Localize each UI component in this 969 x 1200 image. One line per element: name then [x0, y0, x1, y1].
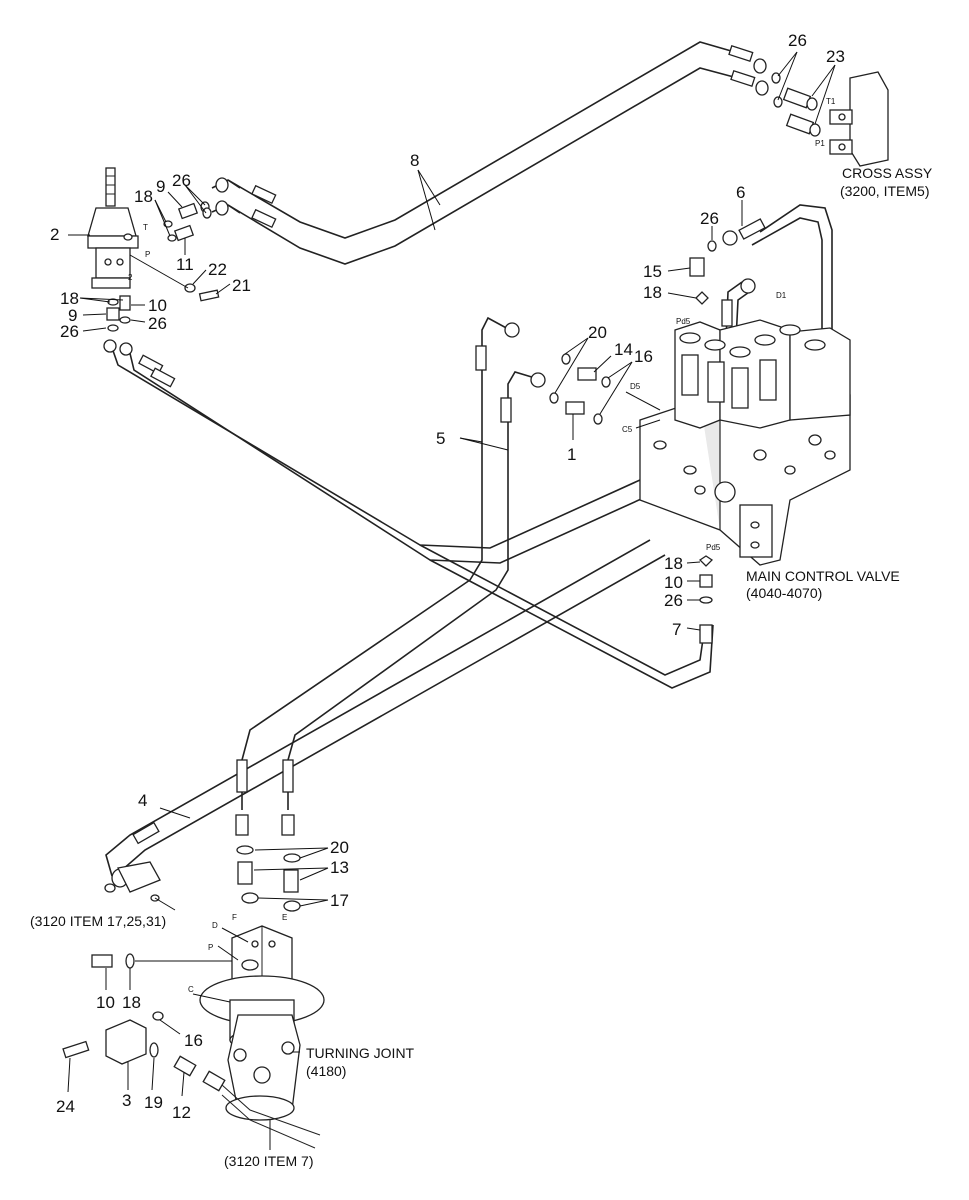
cross-assy-label: CROSS ASSY — [842, 165, 933, 181]
part-number-19: 19 — [144, 1093, 163, 1112]
part-number-7: 7 — [672, 620, 681, 639]
part-number-10: 10 — [148, 296, 167, 315]
part-number-labels: 26 23 8 26 9 18 2 11 22 21 18 10 9 26 26… — [50, 31, 845, 1122]
part-number-20: 20 — [588, 323, 607, 342]
turning-joint-fittings — [62, 845, 321, 1149]
part-number-2: 2 — [50, 225, 59, 244]
part-number-10: 10 — [96, 993, 115, 1012]
part-number-21: 21 — [232, 276, 251, 295]
turning-joint-label: TURNING JOINT — [306, 1045, 415, 1061]
valve-fittings — [549, 240, 717, 604]
part-number-8: 8 — [410, 151, 419, 170]
part-number-26: 26 — [148, 314, 167, 333]
part-number-11: 11 — [176, 255, 194, 274]
part-number-18: 18 — [134, 187, 153, 206]
port-d5: D5 — [630, 382, 641, 391]
hose-end-fittings — [103, 58, 769, 888]
hose-6 — [751, 204, 833, 345]
port-t1: T1 — [826, 97, 836, 106]
part-number-20: 20 — [330, 838, 349, 857]
callout-labels: CROSS ASSY (3200, ITEM5) MAIN CONTROL VA… — [30, 165, 933, 1169]
part-number-26: 26 — [60, 322, 79, 341]
part-number-16: 16 — [184, 1031, 203, 1050]
leader-lines — [67, 51, 836, 1150]
port-f: F — [232, 913, 237, 922]
part-number-15: 15 — [643, 262, 662, 281]
part-number-4: 4 — [138, 791, 147, 810]
reference-3120-item-17: (3120 ITEM 17,25,31) — [30, 913, 166, 929]
part-number-9: 9 — [68, 306, 77, 325]
cross-assy-ref: (3200, ITEM5) — [840, 183, 929, 199]
part-number-14: 14 — [614, 340, 633, 359]
port-pd5-bottom: Pd5 — [706, 543, 721, 552]
part-number-17: 17 — [330, 891, 349, 910]
hose-4 — [105, 539, 666, 881]
cross-assembly — [771, 71, 889, 167]
part-number-24: 24 — [56, 1097, 75, 1116]
part-number-6: 6 — [736, 183, 745, 202]
part-number-26: 26 — [700, 209, 719, 228]
turning-joint — [199, 925, 325, 1121]
part-number-26: 26 — [664, 591, 683, 610]
hose-8-pair — [211, 41, 746, 265]
hose-5-pair — [241, 316, 536, 810]
part-number-12: 12 — [172, 1103, 191, 1122]
part-number-26: 26 — [788, 31, 807, 50]
port-e: E — [282, 913, 287, 922]
part-number-23: 23 — [826, 47, 845, 66]
part-number-3: 3 — [122, 1091, 131, 1110]
part-number-1: 1 — [567, 445, 576, 464]
port-2: 2 — [128, 273, 133, 282]
part-number-18: 18 — [122, 993, 141, 1012]
port-pd5-top: Pd5 — [676, 317, 691, 326]
main-control-valve-label: MAIN CONTROL VALVE — [746, 568, 900, 584]
port-p-turning-joint: P — [208, 943, 213, 952]
port-d: D — [212, 921, 218, 930]
port-t: T — [143, 223, 148, 232]
part-number-16: 16 — [634, 347, 653, 366]
port-c5: C5 — [622, 425, 633, 434]
hose-sleeves — [132, 44, 766, 845]
reference-3120-item-7: (3120 ITEM 7) — [224, 1153, 313, 1169]
main-control-valve-ref: (4040-4070) — [746, 585, 822, 601]
part-number-9: 9 — [156, 177, 165, 196]
part-number-18: 18 — [643, 283, 662, 302]
port-p1: P1 — [815, 139, 825, 148]
part-number-13: 13 — [330, 858, 349, 877]
part-number-5: 5 — [436, 429, 445, 448]
part-number-10: 10 — [664, 573, 683, 592]
part-number-22: 22 — [208, 260, 227, 279]
port-p: P — [145, 250, 150, 259]
pilot-valve — [87, 167, 139, 289]
main-control-valve — [639, 319, 851, 566]
part-number-18: 18 — [664, 554, 683, 573]
port-c: C — [188, 985, 194, 994]
port-labels: T1 P1 D1 Pd5 D5 C5 Pd5 T P 2 D F E P C — [128, 97, 836, 994]
part-number-18: 18 — [60, 289, 79, 308]
turning-joint-ref: (4180) — [306, 1063, 346, 1079]
part-number-26: 26 — [172, 171, 191, 190]
port-d1: D1 — [776, 291, 787, 300]
